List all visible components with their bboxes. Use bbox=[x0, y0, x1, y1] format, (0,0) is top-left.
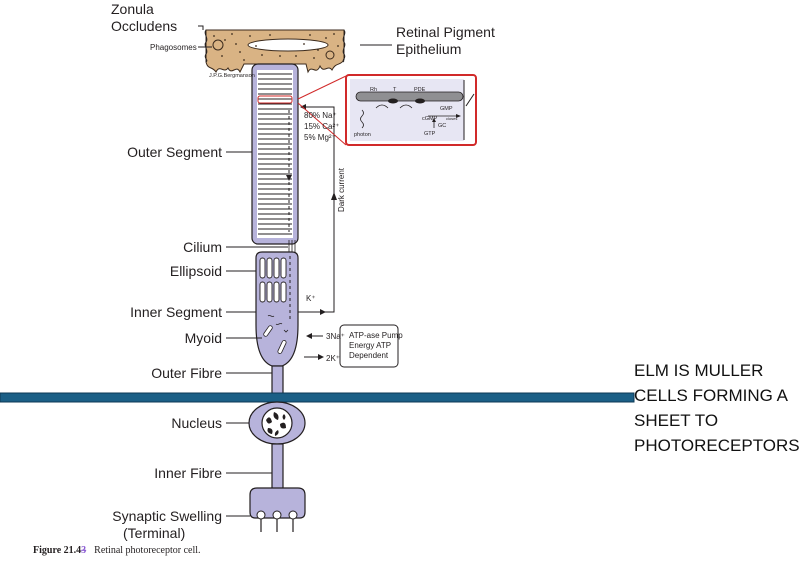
pump-line2: Energy ATP bbox=[349, 341, 391, 350]
ion-mg: 5% Mg²⁺ bbox=[304, 133, 336, 142]
annotation-line4: PHOTORECEPTORS bbox=[634, 436, 800, 455]
label-occludens: Occludens bbox=[111, 18, 177, 34]
label-outer-segment: Outer Segment bbox=[127, 144, 222, 160]
label-rpe-line2: Epithelium bbox=[396, 41, 461, 57]
chromatin bbox=[266, 412, 286, 436]
caption-figure: Figure 21. bbox=[33, 545, 77, 556]
label-inner-segment: Inner Segment bbox=[130, 304, 222, 320]
annotation-line3: SHEET TO bbox=[634, 411, 718, 430]
label-ellipsoid: Ellipsoid bbox=[170, 263, 222, 279]
label-terminal: (Terminal) bbox=[123, 525, 185, 541]
dark-current-loop bbox=[298, 106, 335, 313]
inset-gc: GC bbox=[438, 123, 446, 129]
leader-lines bbox=[198, 25, 392, 517]
label-phagosomes: Phagosomes bbox=[150, 43, 197, 52]
inset-photon: photon bbox=[354, 132, 371, 138]
inset-cgmp: cGMP bbox=[422, 116, 438, 122]
phagosome bbox=[212, 39, 224, 51]
myoid-organelles bbox=[263, 325, 287, 354]
photoreceptor-cell bbox=[251, 63, 299, 400]
phagosome bbox=[325, 50, 335, 60]
pump-line1: ATP-ase Pump bbox=[349, 331, 403, 340]
label-nucleus: Nucleus bbox=[171, 415, 222, 431]
highlighted-disc bbox=[257, 95, 293, 104]
label-myoid: Myoid bbox=[185, 330, 222, 346]
ion-na: 80% Na⁺ bbox=[304, 111, 337, 120]
label-inner-fibre: Inner Fibre bbox=[154, 465, 222, 481]
label-synaptic-swelling: Synaptic Swelling bbox=[112, 508, 222, 524]
label-rpe-line1: Retinal Pigment bbox=[396, 24, 495, 40]
atpase-pump-box bbox=[339, 324, 399, 368]
caption-text: Retinal photoreceptor cell. bbox=[94, 545, 200, 556]
label-outer-fibre: Outer Fibre bbox=[151, 365, 222, 381]
annotation-line2: CELLS FORMING A bbox=[634, 386, 789, 405]
synaptic-vesicles bbox=[256, 510, 298, 520]
inset-gtp: GTP bbox=[424, 131, 436, 137]
figure-caption: Figure 21.43 Retinal photoreceptor cell. bbox=[33, 545, 201, 556]
retinal-pigment-epithelium bbox=[204, 29, 346, 74]
pump-line3: Dependent bbox=[349, 351, 389, 360]
photoreceptor-cell-lower bbox=[248, 401, 306, 532]
pump-k: 2K⁺ bbox=[326, 354, 340, 363]
ellipsoid-mitochondria bbox=[259, 257, 287, 303]
outer-segment-discs bbox=[258, 73, 292, 235]
caption-num-b: 3 bbox=[81, 545, 86, 556]
label-zonula: Zonula bbox=[111, 1, 154, 17]
phototransduction-inset bbox=[297, 74, 477, 146]
caption-num-a: 4 bbox=[76, 545, 81, 556]
ion-ca: 15% Ca²⁺ bbox=[304, 122, 339, 131]
label-cilium: Cilium bbox=[183, 239, 222, 255]
disc-membrane bbox=[355, 91, 464, 102]
external-limiting-membrane bbox=[0, 392, 635, 403]
label-dark-current: Dark current bbox=[337, 167, 346, 212]
inner-segment bbox=[255, 251, 299, 367]
inner-fibre bbox=[271, 443, 284, 495]
synaptic-terminal bbox=[249, 487, 306, 519]
inset-t: T bbox=[393, 87, 397, 93]
pump-na: 3Na⁺ bbox=[326, 332, 345, 341]
inset-gmp: GMP bbox=[440, 106, 453, 112]
inset-rh: Rh bbox=[370, 87, 377, 93]
inset-closes: closes bbox=[446, 116, 457, 121]
inset-pde: PDE bbox=[414, 87, 426, 93]
ion-k: K⁺ bbox=[306, 294, 316, 303]
label-bergmanson: J.P.G.Bergmanson bbox=[209, 73, 255, 79]
rpe-nucleus bbox=[247, 38, 329, 52]
annotation-line1: ELM IS MULLER bbox=[634, 361, 763, 380]
